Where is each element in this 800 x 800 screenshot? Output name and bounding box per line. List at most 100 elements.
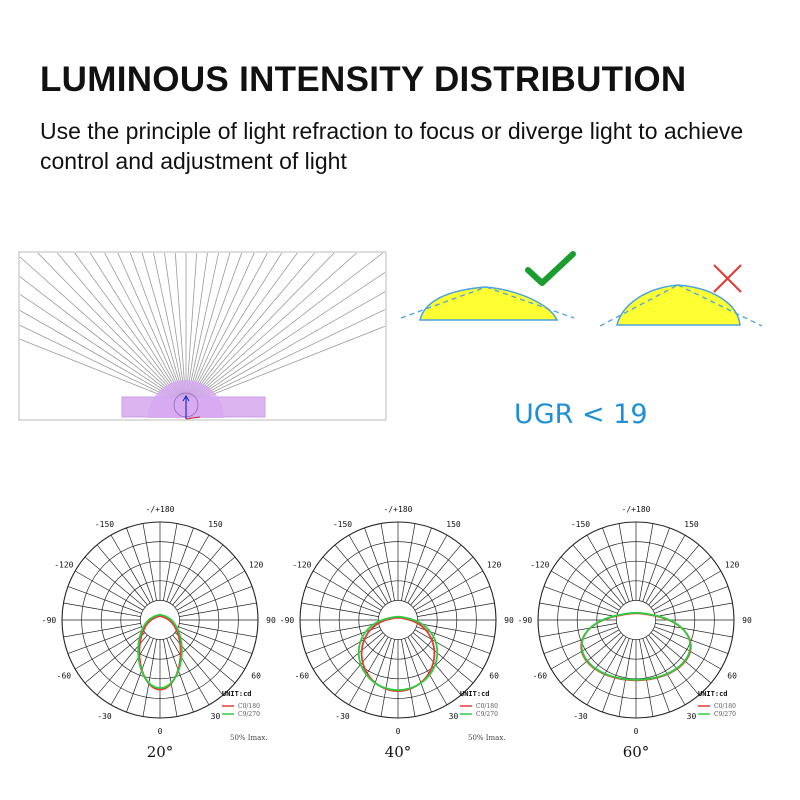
polar-spoke bbox=[305, 586, 380, 614]
polar-spoke bbox=[416, 586, 491, 614]
polar-spoke bbox=[163, 523, 178, 601]
polar-spoke bbox=[652, 629, 722, 670]
polar-spoke bbox=[401, 639, 416, 717]
page-title: LUMINOUS INTENSITY DISTRIBUTION bbox=[40, 60, 687, 99]
polar-spoke bbox=[417, 623, 495, 638]
polar-axis-label: -30 bbox=[335, 712, 350, 721]
polar-spoke bbox=[166, 527, 194, 602]
beam-angle-label: 20° bbox=[147, 743, 174, 761]
polar-axis-label: -120 bbox=[530, 561, 549, 570]
polar-axis-label: -30 bbox=[573, 712, 588, 721]
light-ray bbox=[141, 252, 187, 406]
polar-spoke bbox=[639, 639, 654, 717]
polar-spoke bbox=[412, 556, 474, 608]
polar-axis-label: -120 bbox=[292, 561, 311, 570]
unit-label: UNIT:cd bbox=[698, 690, 728, 698]
polar-spoke bbox=[586, 636, 627, 706]
polar-spoke bbox=[648, 634, 700, 696]
light-rays bbox=[19, 252, 386, 406]
polar-axis-label: 150 bbox=[446, 520, 461, 529]
polar-ring bbox=[616, 600, 656, 640]
beam-angle-label: 40° bbox=[385, 743, 412, 761]
light-ray bbox=[185, 252, 383, 406]
light-ray bbox=[104, 252, 187, 406]
polar-spoke bbox=[414, 629, 484, 670]
light-ray bbox=[74, 252, 187, 406]
polar-axis-label: 120 bbox=[487, 561, 502, 570]
checkmark-icon bbox=[525, 251, 576, 286]
polar-spoke bbox=[179, 623, 257, 638]
polar-spoke bbox=[169, 636, 210, 706]
light-ray bbox=[174, 252, 187, 406]
unit-label: UNIT:cd bbox=[460, 690, 490, 698]
polar-spoke bbox=[174, 632, 236, 684]
polar-axis-label: 30 bbox=[211, 712, 221, 721]
light-ray bbox=[185, 252, 298, 406]
light-ray bbox=[185, 252, 231, 406]
polar-spoke bbox=[550, 570, 620, 611]
polar-axis-label: 90 bbox=[742, 616, 752, 625]
polar-axis-label: 90 bbox=[504, 616, 514, 625]
polar-spoke bbox=[652, 570, 722, 611]
series-c0-180-curve bbox=[138, 615, 182, 691]
ugr-rating: UGR < 19 bbox=[514, 399, 648, 430]
polar-spoke bbox=[407, 636, 448, 706]
polar-chart-3: -/+1801501209060300-30-60-90-120-150UNIT… bbox=[518, 505, 752, 761]
polar-axis-label: -60 bbox=[57, 672, 72, 681]
polar-axis-label: 60 bbox=[489, 672, 499, 681]
unit-label: UNIT:cd bbox=[222, 690, 252, 698]
polar-spoke bbox=[126, 638, 154, 713]
polar-spoke bbox=[410, 544, 462, 606]
good-distribution-illustration bbox=[400, 251, 576, 321]
polar-spoke bbox=[96, 544, 148, 606]
polar-axis-label: 120 bbox=[725, 561, 740, 570]
light-ray bbox=[185, 325, 386, 406]
polar-axis-label: -90 bbox=[280, 616, 295, 625]
polar-spoke bbox=[74, 570, 144, 611]
polar-spoke bbox=[322, 556, 384, 608]
polar-spoke bbox=[642, 638, 670, 713]
polar-axis-label: -/+180 bbox=[384, 505, 413, 514]
ray-trace-diagram bbox=[18, 251, 387, 421]
light-ray bbox=[185, 252, 219, 406]
polar-axis-label: -90 bbox=[518, 616, 533, 625]
polar-axis-label: 30 bbox=[449, 712, 459, 721]
polar-spoke bbox=[176, 570, 246, 611]
polar-spoke bbox=[312, 570, 382, 611]
series-c0-180-curve bbox=[360, 616, 436, 693]
polar-spoke bbox=[364, 527, 392, 602]
light-ray bbox=[57, 252, 187, 406]
polar-spoke bbox=[586, 534, 627, 604]
page-subtitle: Use the principle of light refraction to… bbox=[40, 118, 744, 174]
polar-spoke bbox=[550, 629, 620, 670]
polar-spoke bbox=[543, 626, 618, 654]
polar-spoke bbox=[84, 556, 146, 608]
polar-spoke bbox=[163, 639, 178, 717]
polar-spoke bbox=[364, 638, 392, 713]
light-ray bbox=[37, 252, 187, 406]
polar-spoke bbox=[572, 544, 624, 606]
polar-spoke bbox=[63, 623, 141, 638]
legend-label: C9/270 bbox=[238, 711, 260, 718]
series-c9-270-curve bbox=[580, 611, 692, 681]
polar-axis-label: -150 bbox=[571, 520, 590, 529]
polar-spoke bbox=[301, 623, 379, 638]
polar-axis-label: 0 bbox=[158, 727, 163, 736]
light-ray bbox=[153, 252, 187, 406]
polar-axis-label: -120 bbox=[54, 561, 73, 570]
polar-axis-label: -/+180 bbox=[622, 505, 651, 514]
polar-spoke bbox=[322, 632, 384, 684]
polar-axis-label: -90 bbox=[42, 616, 57, 625]
polar-spoke bbox=[404, 638, 432, 713]
polar-axis-label: -150 bbox=[95, 520, 114, 529]
polar-spoke bbox=[84, 632, 146, 684]
polar-spoke bbox=[348, 534, 389, 604]
light-ray bbox=[19, 310, 187, 406]
light-ray bbox=[164, 252, 187, 406]
polar-spoke bbox=[142, 639, 157, 717]
polar-axis-label: -60 bbox=[295, 672, 310, 681]
legend-label: C9/270 bbox=[476, 711, 498, 718]
light-ray bbox=[19, 325, 187, 406]
polar-spoke bbox=[602, 527, 630, 602]
polar-chart-2: -/+1801501209060300-30-60-90-120-150UNIT… bbox=[280, 505, 514, 761]
